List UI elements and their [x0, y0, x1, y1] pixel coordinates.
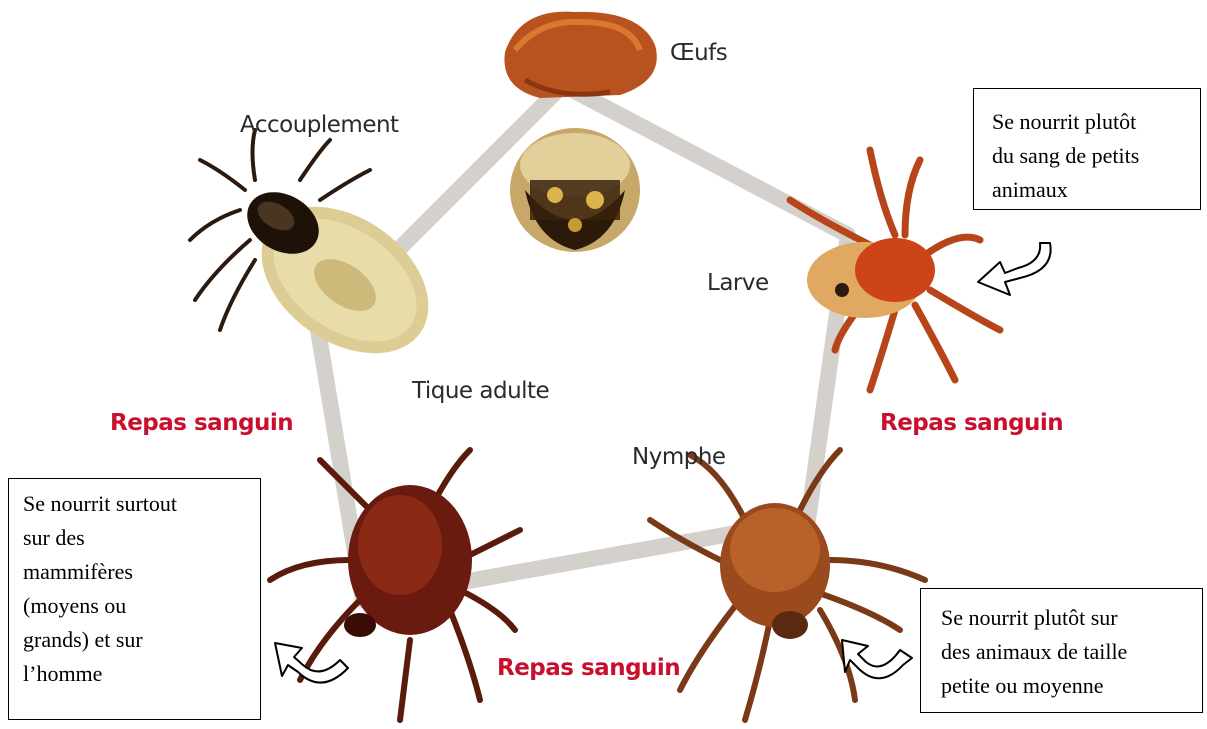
stage-label-eggs: Œufs [670, 40, 727, 66]
note-line: grands) et sur [23, 623, 260, 657]
note-line: Se nourrit plutôt [992, 105, 1200, 139]
nymph-tick-icon [650, 450, 925, 720]
stage-label-nymph: Nymphe [632, 444, 726, 470]
note-line: mammifères [23, 555, 260, 589]
blood-meal-label-right: Repas sanguin [880, 410, 1063, 436]
note-line: sur des [23, 521, 260, 555]
note-line: l’homme [23, 657, 260, 691]
stage-label-larva: Larve [707, 270, 769, 296]
note-line: Se nourrit plutôt sur [941, 601, 1202, 635]
curved-arrow-icon [842, 640, 912, 678]
note-line: Se nourrit surtout [23, 487, 260, 521]
larva-tick-icon [790, 150, 1000, 390]
note-nymph-diet: Se nourrit plutôt sur des animaux de tai… [920, 588, 1203, 713]
blood-meal-label-bottom: Repas sanguin [497, 655, 680, 681]
stage-label-mating: Accouplement [240, 112, 399, 138]
note-line: animaux [992, 173, 1200, 207]
curved-arrow-icon [978, 243, 1051, 295]
note-adult-diet: Se nourrit surtout sur des mammifères (m… [8, 478, 261, 720]
note-larva-diet: Se nourrit plutôt du sang de petits anim… [973, 88, 1201, 210]
note-line: (moyens ou [23, 589, 260, 623]
note-line: des animaux de taille [941, 635, 1202, 669]
blood-meal-label-left: Repas sanguin [110, 410, 293, 436]
note-line: petite ou moyenne [941, 669, 1202, 703]
stage-label-adult: Tique adulte [412, 378, 549, 404]
note-line: du sang de petits [992, 139, 1200, 173]
